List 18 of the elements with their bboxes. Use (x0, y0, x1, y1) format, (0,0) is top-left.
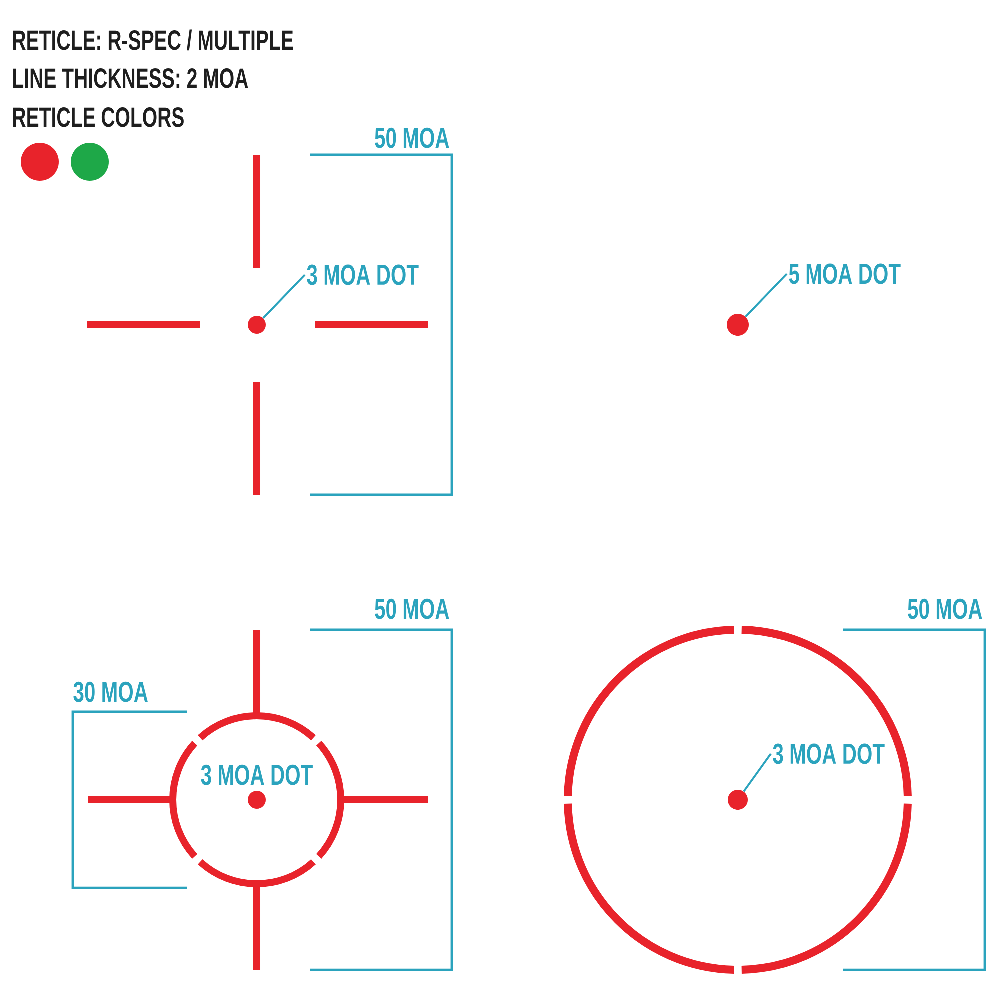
aiming-dot (248, 791, 266, 809)
spec-text: RETICLE COLORS (14, 108, 184, 128)
aiming-dot (248, 316, 266, 334)
leader-line (745, 273, 788, 318)
dimension-label: 30 MOA (74, 682, 148, 702)
aiming-dot (728, 790, 748, 810)
dimension-label: 50 MOA (375, 598, 450, 620)
spec-text: RETICLE: R-SPEC / MULTIPLE (14, 30, 294, 51)
spec-text: LINE THICKNESS: 2 MOA (14, 68, 248, 88)
dimension-label: 50 MOA (375, 128, 450, 148)
leader-line (743, 753, 772, 792)
aiming-dot (727, 314, 749, 336)
dot-label: 5 MOA DOT (789, 264, 901, 284)
dot-label: 3 MOA DOT (773, 744, 885, 764)
leader-line (262, 274, 306, 320)
dot-label: 3 MOA DOT (307, 264, 419, 286)
dot-label: 3 MOA DOT (201, 764, 313, 786)
dimension-label: 50 MOA (908, 598, 982, 620)
